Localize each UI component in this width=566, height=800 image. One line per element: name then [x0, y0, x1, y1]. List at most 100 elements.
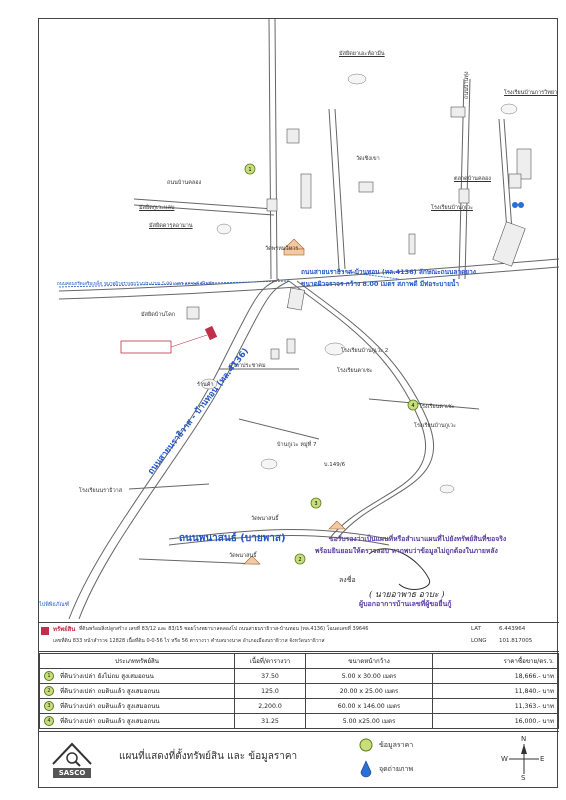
col-header-size: ขนาดหน้ากว้าง	[305, 653, 433, 669]
label-top-road-note: ถนนคอนกรีตเสริมเหล็ก ขนาดผิวจราจรกว้างปร…	[57, 282, 215, 287]
label-school-mid: โรงเรียนบ้านกูเวะ	[431, 205, 474, 211]
table-row: 4 ที่ดินว่างเปล่า ถมดินแล้ว สูงเสมอถนน 31…	[39, 713, 559, 729]
property-marker	[120, 325, 218, 354]
label-school-right2: โรงเรียนตาเชะ	[419, 404, 455, 410]
label-road-4136-spec: ขนาดผิวจราจร กว้าง 8.00 เมตร สภาพดี มีท่…	[301, 280, 459, 288]
map-canvas: 1 2 3 4	[58, 19, 559, 619]
label-store: ร้านค้า	[197, 382, 214, 388]
row-type: ที่ดินว่างเปล่า ถมดินแล้ว สูงเสมอถนน	[60, 703, 160, 710]
label-mosque-left2: มัสยิดดารุลอามาน	[149, 223, 193, 229]
label-village-head: วัดเชิงเขา	[356, 156, 380, 162]
label-mosque-mid: มัสยิดบ้านโคก	[141, 312, 176, 318]
sasco-text: SASCO	[53, 768, 91, 778]
label-road-left: ถนนบ้านคลอง	[167, 180, 202, 186]
marker-label: 2	[298, 557, 301, 563]
label-hall: ศาลาประชาคม	[229, 363, 266, 369]
col-header-price: ราคาซื้อขาย/ตร.ว.	[432, 653, 559, 669]
sign-name: ( นายอาพาธ อาบะ )	[369, 590, 445, 600]
compass-e: E	[540, 755, 545, 763]
price-table: ประเภททรัพย์สิน เนื้อที่/ตารางวา ขนาดหน้…	[39, 653, 559, 729]
compass-n: N	[521, 735, 527, 743]
label-road-bottom-left: ไปพิพิธภัณฑ์	[39, 602, 70, 608]
house-logo-icon	[52, 742, 92, 767]
statement-line-2: พร้อมยินยอมให้ตรวจสอบ หากพบว่าข้อมูลไม่ถ…	[315, 547, 498, 555]
label-temple-center: วัดพรหมวิหาร	[265, 246, 299, 252]
row-size: 60.00 x 146.00 เมตร	[305, 698, 433, 714]
property-desc-2: เลขที่ดิน 833 หน้าสำรวจ 12828 เนื้อที่ดิ…	[53, 638, 325, 644]
table-row: 3 ที่ดินว่างเปล่า ถมดินแล้ว สูงเสมอถนน 2,…	[39, 698, 559, 714]
map-sheet: 1 2 3 4 มัสยิดยาเอะห์อามีน โรงเรียนบ้านการว…	[38, 18, 559, 788]
marker-1	[244, 163, 256, 175]
label-temple-bottom: วัดพนาสนธิ์	[229, 553, 257, 559]
row-size: 5.00 x25.00 เมตร	[305, 713, 433, 729]
marker-2	[294, 553, 306, 565]
road-main-diagonal	[68, 278, 280, 619]
long-value: 101.817005	[499, 638, 533, 644]
row-size: 20.00 x 25.00 เมตร	[305, 683, 433, 699]
property-band: ทรัพย์สิน ที่ดินพร้อมสิ่งปลูกสร้าง เลขที…	[39, 622, 559, 652]
sign-role: ผู้บอกอาการบ้านเลขที่ผู้ขอยื่นกู้	[359, 600, 452, 608]
sasco-logo: SASCO	[49, 738, 95, 778]
photo-point-icon	[360, 760, 372, 778]
property-swatch	[41, 627, 49, 635]
label-school-left-lower: โรงเรียนนราธิวาส	[79, 488, 123, 494]
compass-s: S	[521, 774, 526, 782]
row-price: 11,840.- บาท	[432, 683, 559, 699]
long-label: LONG	[471, 638, 487, 644]
compass-w: W	[501, 755, 508, 763]
label-road-4136: ถนนสายนราธิวาส-บ้านทอน (ทล.4136) ลักษณะถ…	[301, 268, 476, 276]
lat-label: LAT	[471, 626, 481, 632]
table-row: 1 ที่ดินว่างเปล่า ยังไม่ถม สูงเสมอถนน 37.…	[39, 668, 559, 684]
footer-title: แผนที่แสดงที่ตั้งทรัพย์สิน และ ข้อมูลราค…	[119, 751, 298, 762]
marker-label: 4	[411, 403, 414, 409]
row-type: ที่ดินว่างเปล่า ยังไม่ถม สูงเสมอถนน	[60, 673, 154, 680]
col-header-type: ประเภททรัพย์สิน	[39, 653, 235, 669]
sign-label: ลงชื่อ	[339, 576, 356, 584]
row-area: 2,200.0	[234, 698, 306, 714]
lat-value: 6.443964	[499, 626, 526, 632]
label-road-top-right: ถนนบ้านทุ่ง	[464, 71, 470, 100]
label-road-bypass: ถนนพนาสนธ์ (บายพาส)	[179, 533, 286, 544]
label-mosque-left: มัสยิดกูเวะแลบ	[139, 205, 175, 211]
footer: SASCO แผนที่แสดงที่ตั้งทรัพย์สิน และ ข้อ…	[39, 731, 559, 788]
price-legend-icon	[359, 738, 373, 752]
label-market: ตลาดบ้านคลอง	[454, 176, 491, 182]
road-4136	[58, 258, 559, 292]
label-village-7: บ้านกูเวะ หมู่ที่ 7	[277, 442, 317, 448]
row-marker: 2	[44, 686, 54, 696]
compass: N S E W	[499, 736, 549, 782]
row-area: 37.50	[234, 668, 306, 684]
price-markers	[244, 163, 419, 565]
label-school-cluster: โรงเรียนบ้านกูเวะ 2	[341, 348, 389, 354]
marker-label: 3	[314, 501, 317, 507]
label-temple-lower: วัดพนาสนธิ์	[251, 516, 279, 522]
label-school-center: โรงเรียนบ้านกูเวะ	[414, 423, 457, 429]
marker-label: 1	[248, 167, 251, 173]
row-type: ที่ดินว่างเปล่า ถมดินแล้ว สูงเสมอถนน	[60, 718, 160, 725]
row-marker: 1	[44, 671, 54, 681]
label-school-right: โรงเรียนบ้านการวิทยา	[504, 90, 558, 96]
property-desc-1: ที่ดินพร้อมสิ่งปลูกสร้าง เลขที่ 83/12 แล…	[79, 626, 369, 632]
marker-3	[310, 497, 322, 509]
row-area: 31.25	[234, 713, 306, 729]
row-price: 11,363.- บาท	[432, 698, 559, 714]
property-label: ทรัพย์สิน	[53, 626, 76, 633]
marker-4	[407, 399, 419, 411]
label-school-rd: โรงเรียนตาเชะ	[337, 368, 373, 374]
legend-price: ข้อมูลราคา	[379, 741, 414, 749]
statement-line-1: ขอรับรองว่าเป็นแผนที่หรือสำเนาแผนที่ไปยั…	[329, 535, 507, 543]
compass-rose-icon	[509, 744, 539, 774]
label-house-149: บ.149/6	[324, 462, 346, 468]
col-header-area: เนื้อที่/ตารางวา	[234, 653, 306, 669]
row-marker: 3	[44, 701, 54, 711]
table-row: 2 ที่ดินว่างเปล่า ถมดินแล้ว สูงเสมอถนน 12…	[39, 683, 559, 699]
table-header: ประเภททรัพย์สิน เนื้อที่/ตารางวา ขนาดหน้…	[39, 653, 559, 669]
legend-photo: จุดถ่ายภาพ	[379, 765, 414, 773]
row-type: ที่ดินว่างเปล่า ถมดินแล้ว สูงเสมอถนน	[60, 688, 160, 695]
row-marker: 4	[44, 716, 54, 726]
row-size: 5.00 x 30.00 เมตร	[305, 668, 433, 684]
row-area: 125.0	[234, 683, 306, 699]
label-school-top: มัสยิดยาเอะห์อามีน	[339, 51, 385, 57]
row-price: 18,666.- บาท	[432, 668, 559, 684]
row-price: 16,000.- บาท	[432, 713, 559, 729]
